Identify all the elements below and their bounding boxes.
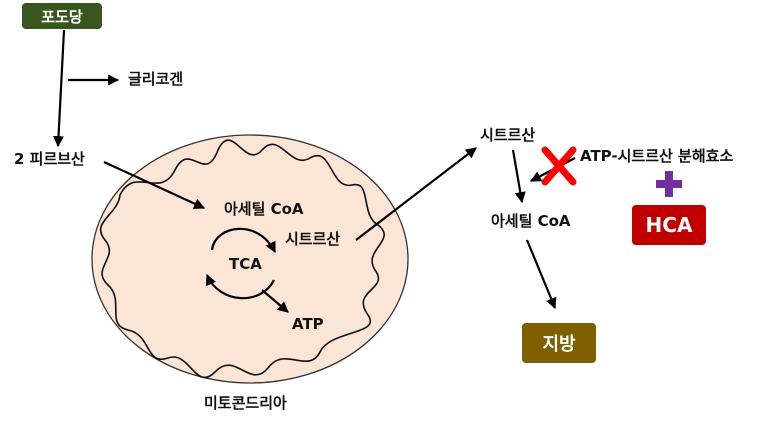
mitochondria-label: 미토콘드리아 <box>204 394 287 412</box>
arrow-pyruvate-to-acetylcoa <box>103 161 205 209</box>
acetylcoa-inside-label: 아세틸 CoA <box>224 200 304 218</box>
atp-label: ATP <box>292 315 324 333</box>
red-x-icon <box>541 146 577 186</box>
hca-label: HCA <box>645 213 693 237</box>
arrow-tca-to-atp <box>261 289 289 313</box>
tca-label: TCA <box>229 255 262 273</box>
fat-box: 지방 <box>522 323 596 363</box>
arrow-glucose-to-pyruvate <box>53 29 66 148</box>
glucose-box: 포도당 <box>22 3 102 29</box>
atp-citrate-lyase-label: ATP-시트르산 분해효소 <box>580 147 734 165</box>
arrow-acetylcoa-to-fat <box>525 239 557 310</box>
mitochondria-outer-membrane <box>91 134 409 384</box>
arrow-citrate-to-acetylcoa <box>511 149 526 204</box>
acetylcoa-outside-label: 아세틸 CoA <box>491 212 571 230</box>
tca-cycle-arrow-top <box>210 227 276 253</box>
hca-box: HCA <box>632 205 706 245</box>
citrate-outside-label: 시트르산 <box>480 126 536 144</box>
purple-plus-icon <box>656 171 682 197</box>
glycogen-label: 글리코겐 <box>128 70 184 88</box>
pyruvate-label: 2 피르브산 <box>14 150 85 168</box>
glucose-label: 포도당 <box>41 7 83 26</box>
citrate-inside-label: 시트르산 <box>285 230 341 248</box>
fat-label: 지방 <box>542 334 576 355</box>
arrow-citrate-export <box>355 147 477 241</box>
tca-cycle-arrow-bottom <box>205 273 275 300</box>
mitochondria-inner-membrane <box>99 139 385 379</box>
